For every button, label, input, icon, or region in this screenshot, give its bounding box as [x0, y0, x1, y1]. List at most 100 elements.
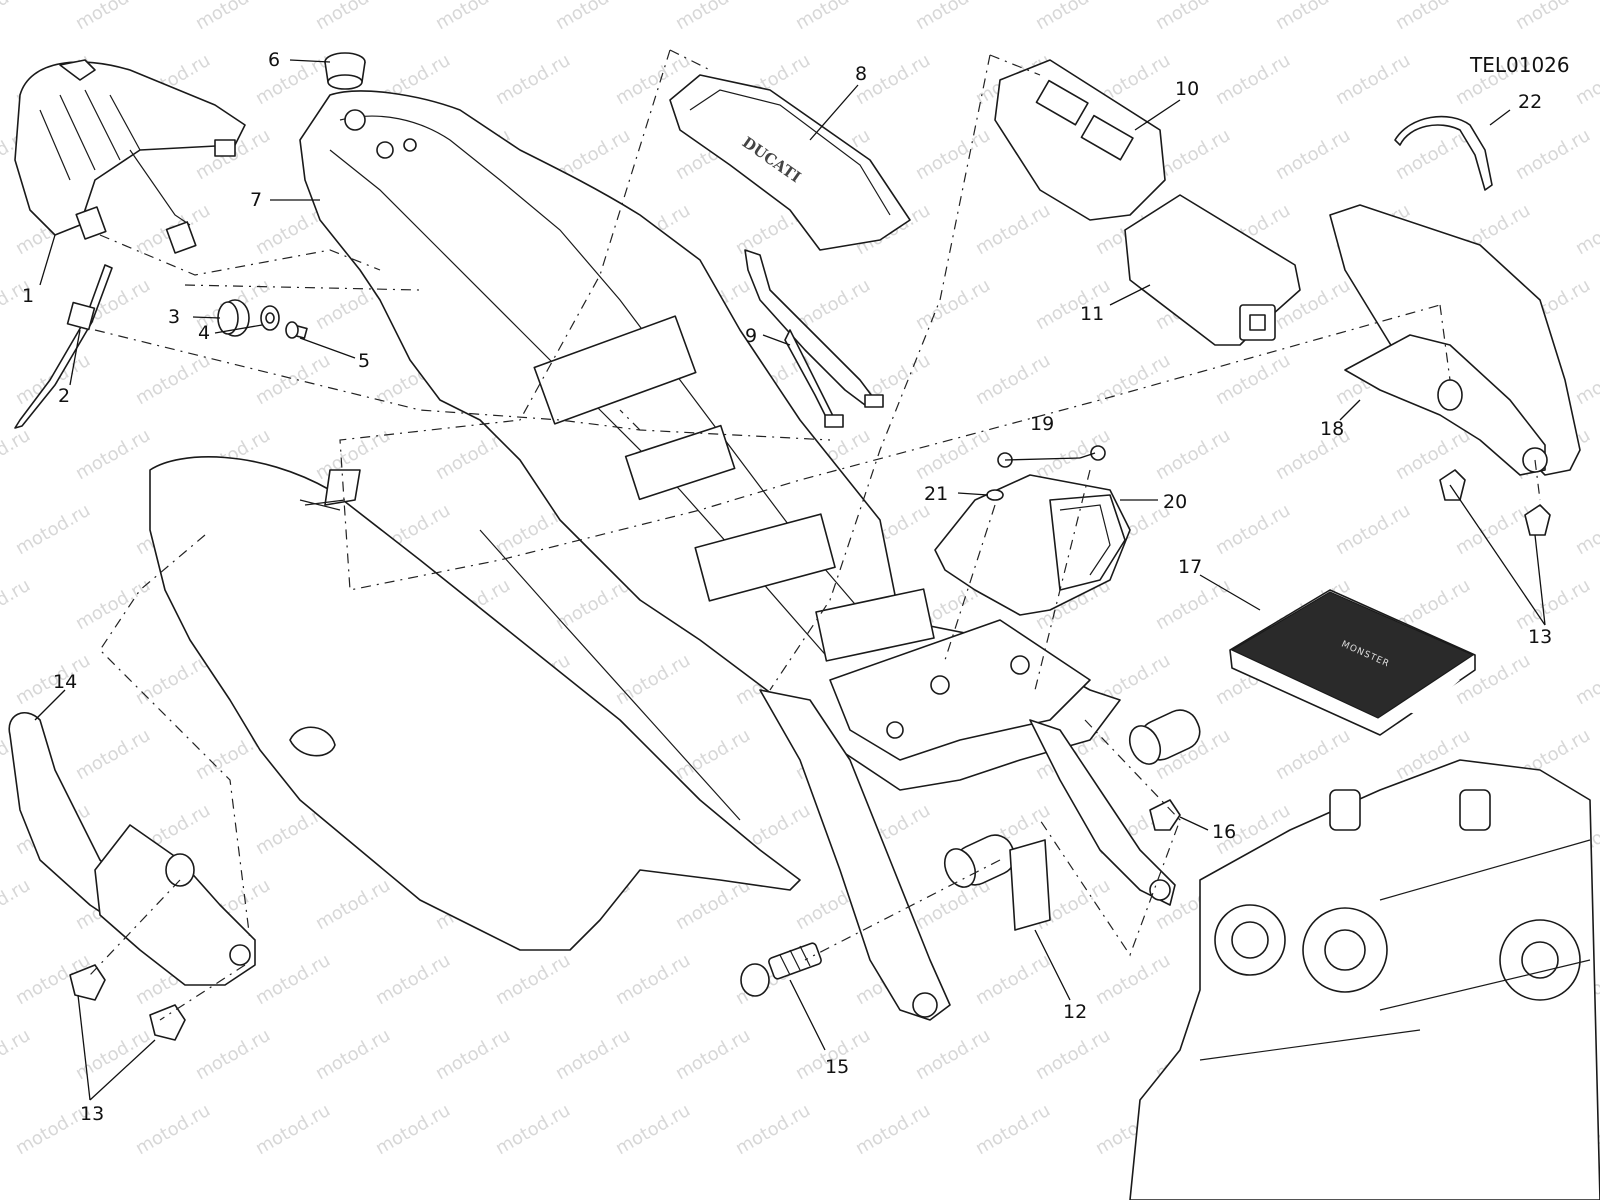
watermark-text: motod.ru: [1032, 1025, 1114, 1084]
watermark-text: motod.ru: [552, 0, 634, 34]
watermark-text: motod.ru: [432, 0, 514, 34]
cable-tie: [14, 264, 113, 429]
callout-14: 14: [53, 671, 77, 693]
callout-11: 11: [1080, 303, 1104, 325]
watermark-text: motod.ru: [12, 500, 94, 559]
watermark-text: motod.ru: [492, 50, 574, 109]
rubber-bumper: [324, 52, 366, 90]
callout-1: 1: [22, 285, 34, 307]
owners-manual: MONSTER: [1229, 589, 1476, 736]
callout-19: 19: [1030, 413, 1054, 435]
hose-clip: [1394, 115, 1493, 191]
callout-13-right: 13: [1528, 626, 1552, 648]
watermark-text: motod.ru: [912, 275, 994, 334]
watermark-text: motod.ru: [1272, 0, 1354, 34]
watermark-text: motod.ru: [912, 0, 994, 34]
watermark-text: motod.ru: [312, 875, 394, 934]
watermark-text: motod.ru: [1272, 125, 1354, 184]
watermark-text: motod.ru: [612, 1100, 694, 1159]
watermark-text: motod.ru: [1512, 0, 1594, 34]
callout-22: 22: [1518, 91, 1542, 113]
watermark-text: motod.ru: [792, 0, 874, 34]
watermark-text: motod.ru: [912, 1025, 994, 1084]
watermark-text: motod.ru: [1392, 425, 1474, 484]
rear-subframe: [299, 90, 1201, 1021]
watermark-text: motod.ru: [972, 950, 1054, 1009]
bolt: [740, 942, 822, 997]
callout-17: 17: [1178, 556, 1202, 578]
callout-12: 12: [1063, 1001, 1087, 1023]
watermark-text: motod.ru: [552, 1025, 634, 1084]
watermark-text: motod.ru: [1092, 350, 1174, 409]
watermark-text: motod.ru: [1512, 575, 1594, 634]
watermark-text: motod.ru: [72, 425, 154, 484]
engine-block: [1129, 759, 1600, 1200]
watermark-text: motod.ru: [1212, 350, 1294, 409]
watermark-text: motod.ru: [1572, 650, 1600, 709]
watermark-text: motod.ru: [0, 875, 34, 934]
callout-2: 2: [58, 385, 70, 407]
watermark-text: motod.ru: [492, 1100, 574, 1159]
leader-lines: [34, 59, 1546, 1101]
watermark-text: motod.ru: [72, 725, 154, 784]
callout-16: 16: [1212, 821, 1236, 843]
watermark-text: motod.ru: [72, 0, 154, 34]
strap: [744, 249, 884, 428]
watermark-text: motod.ru: [672, 0, 754, 34]
watermark-text: motod.ru: [1572, 500, 1600, 559]
callout-3: 3: [168, 306, 180, 328]
watermark-text: motod.ru: [1092, 950, 1174, 1009]
watermark-text: motod.ru: [1332, 50, 1414, 109]
battery-cover: [934, 445, 1131, 616]
watermark-text: motod.ru: [1572, 50, 1600, 109]
callout-20: 20: [1163, 491, 1187, 513]
watermark-text: motod.ru: [1452, 500, 1534, 559]
watermark-text: motod.ru: [1512, 125, 1594, 184]
callout-4: 4: [198, 322, 210, 344]
ecu-holder: [994, 59, 1166, 221]
watermark-text: motod.ru: [912, 125, 994, 184]
callout-5: 5: [358, 350, 370, 372]
watermark-text: motod.ru: [0, 425, 34, 484]
watermark-text: motod.ru: [132, 1100, 214, 1159]
watermark-text: motod.ru: [972, 200, 1054, 259]
clip-nut: [1149, 799, 1181, 831]
watermark-text: motod.ru: [1152, 575, 1234, 634]
watermark-text: motod.ru: [1272, 725, 1354, 784]
watermark-text: motod.ru: [312, 0, 394, 34]
watermark-text: motod.ru: [1032, 0, 1114, 34]
watermark-text: motod.ru: [192, 1025, 274, 1084]
undertray-panel: [149, 456, 801, 951]
callout-9: 9: [745, 325, 757, 347]
watermark-text: motod.ru: [672, 1025, 754, 1084]
watermark-text: motod.ru: [852, 1100, 934, 1159]
watermark-text: motod.ru: [72, 575, 154, 634]
watermark-text: motod.ru: [672, 725, 754, 784]
watermark-text: motod.ru: [432, 1025, 514, 1084]
drawing-code: TEL01026: [1469, 53, 1570, 77]
watermark-text: motod.ru: [372, 1100, 454, 1159]
watermark-text: motod.ru: [312, 1025, 394, 1084]
watermark-text: motod.ru: [492, 950, 574, 1009]
watermark-text: motod.ru: [0, 575, 34, 634]
watermark-text: motod.ru: [612, 950, 694, 1009]
watermark-text: motod.ru: [252, 350, 334, 409]
callout-18: 18: [1320, 418, 1344, 440]
watermark-text: motod.ru: [252, 1100, 334, 1159]
watermark-text: motod.ru: [0, 1025, 34, 1084]
callout-6: 6: [268, 49, 280, 71]
watermark-text: motod.ru: [1572, 200, 1600, 259]
callout-10: 10: [1175, 78, 1199, 100]
watermark-text: motod.ru: [1152, 0, 1234, 34]
warning-label: [1009, 839, 1051, 931]
callout-13-left: 13: [80, 1103, 104, 1125]
callout-7: 7: [250, 189, 262, 211]
watermark-text: motod.ru: [1572, 350, 1600, 409]
watermark-text: motod.ru: [252, 950, 334, 1009]
watermark-text: motod.ru: [612, 650, 694, 709]
callout-21: 21: [924, 483, 948, 505]
ecu-unit: [1124, 194, 1301, 346]
watermark-text: motod.ru: [1332, 500, 1414, 559]
watermark-text: motod.ru: [972, 350, 1054, 409]
